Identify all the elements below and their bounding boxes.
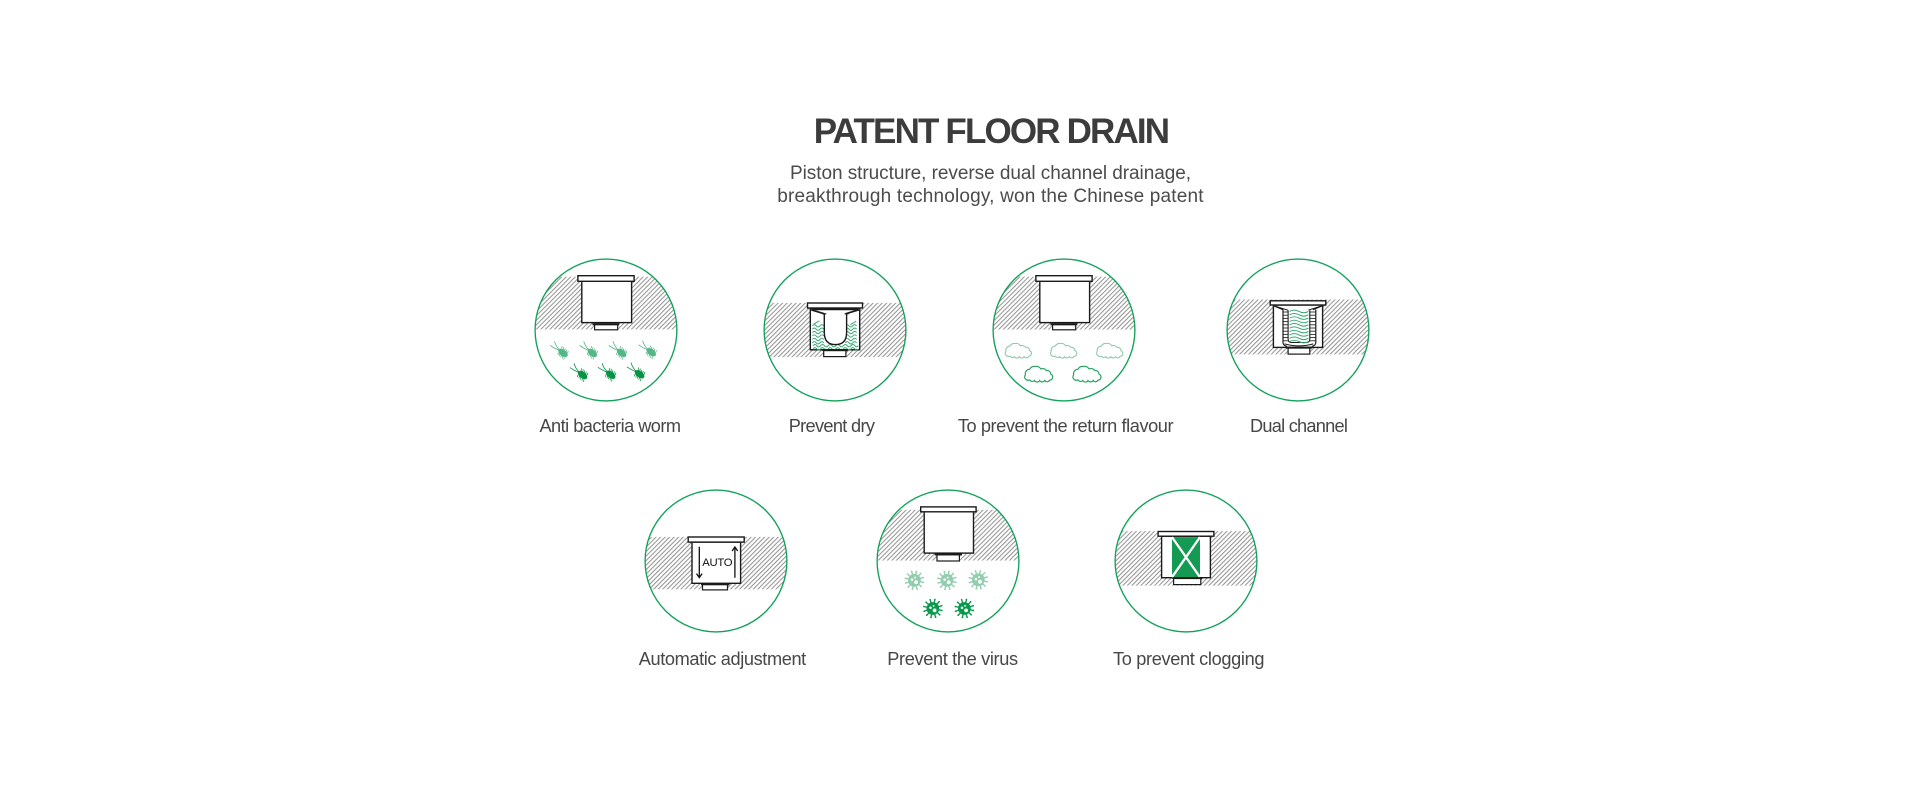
- svg-text:AUTO: AUTO: [702, 557, 732, 569]
